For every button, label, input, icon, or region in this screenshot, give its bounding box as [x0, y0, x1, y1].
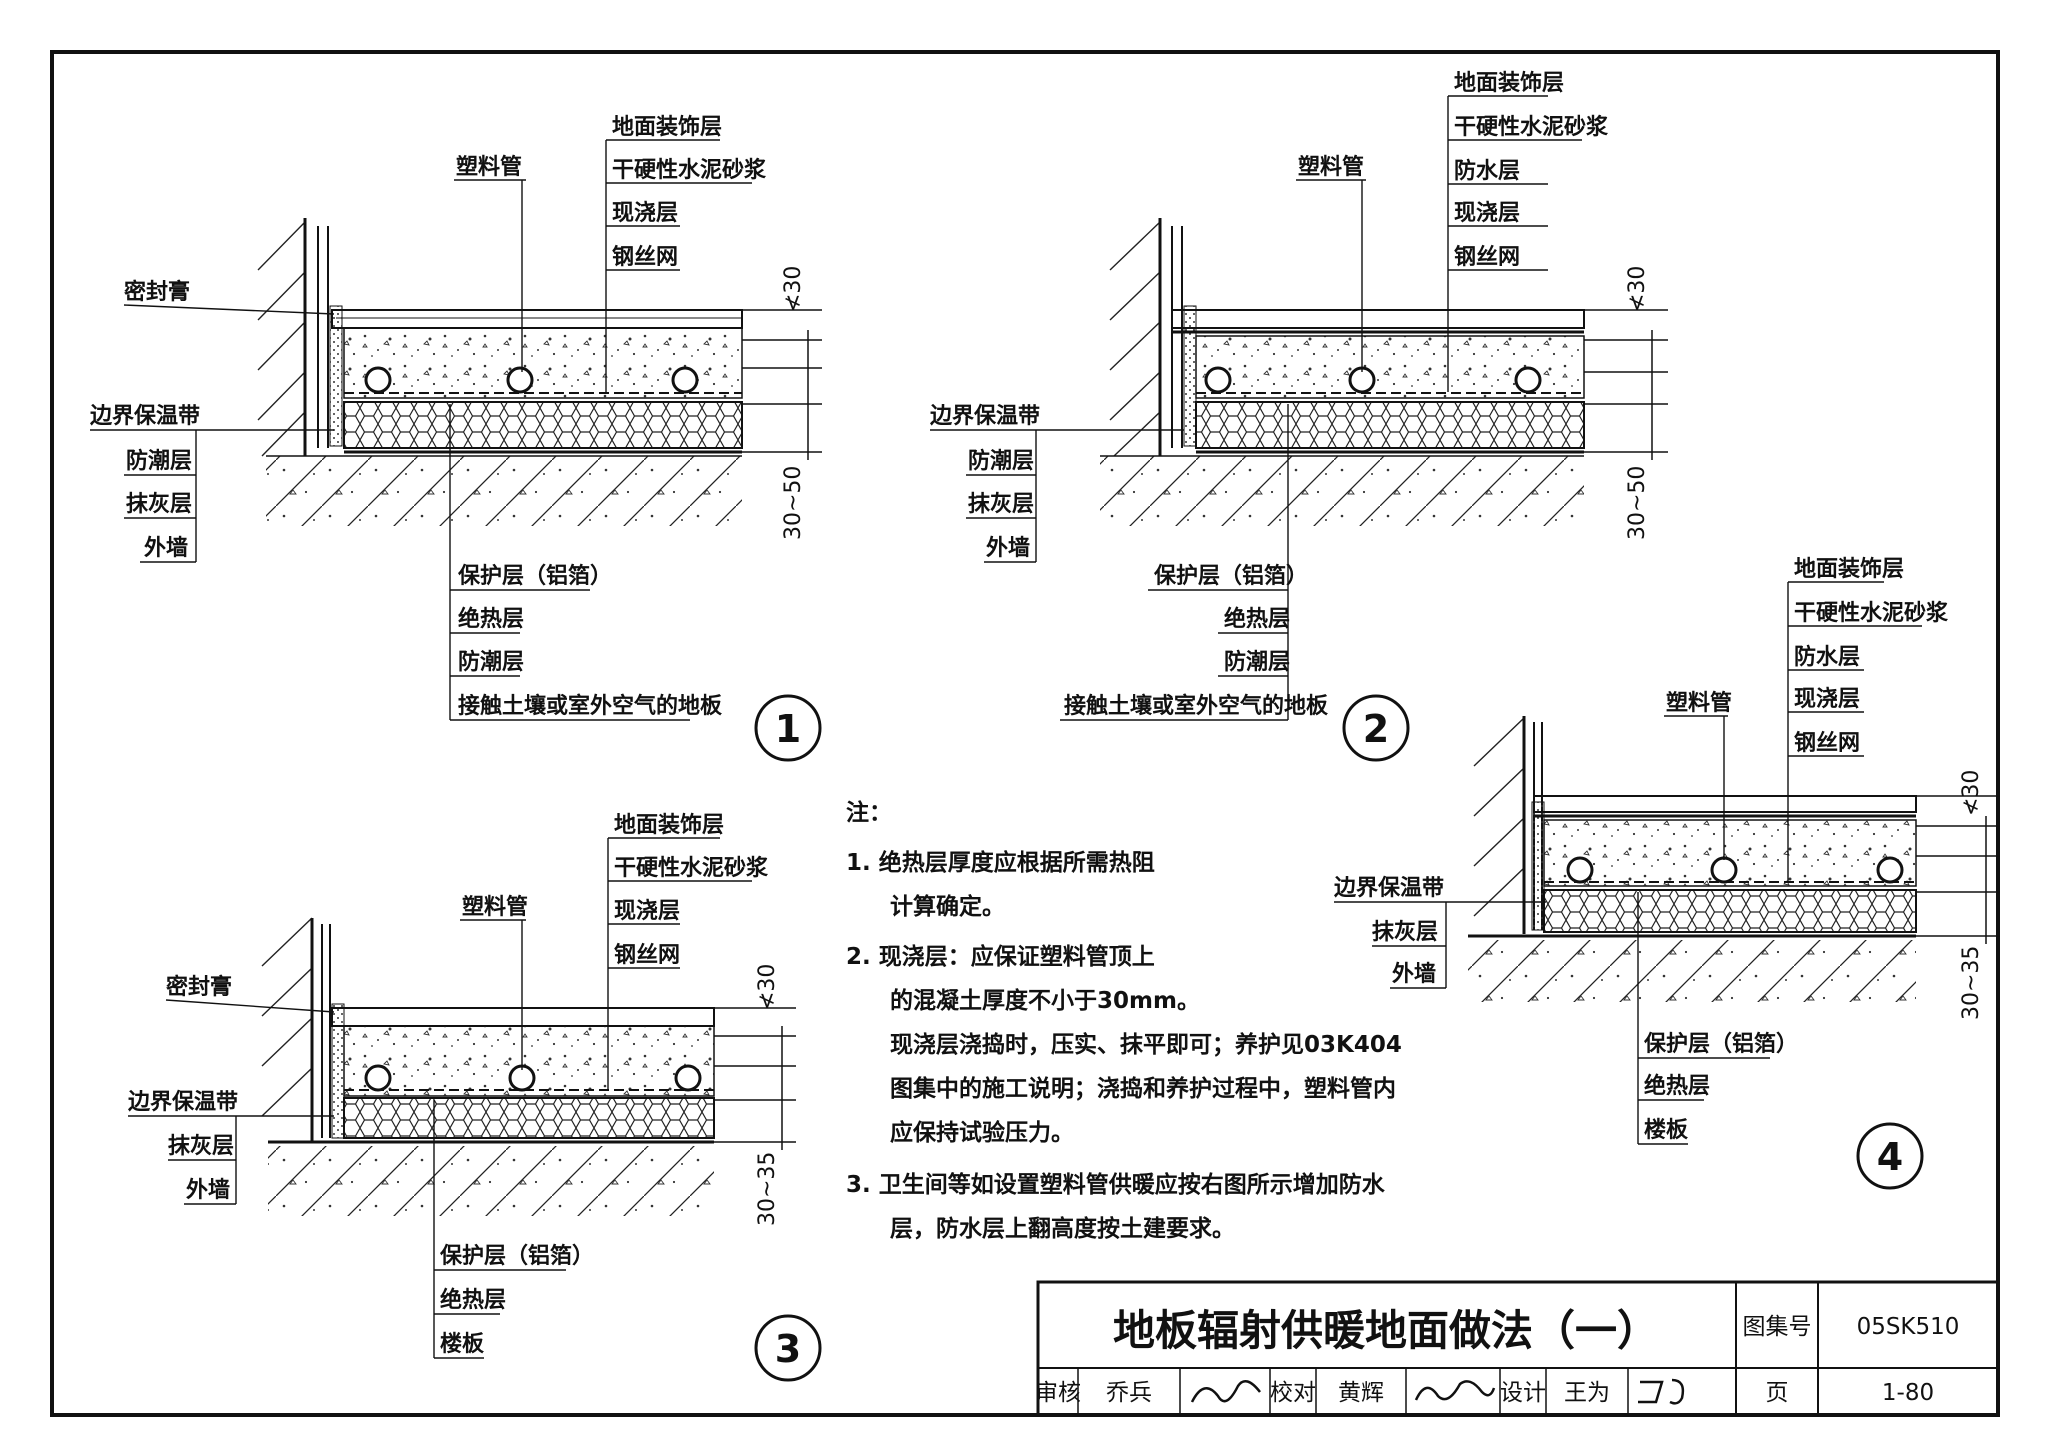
- label-edge-insulation: 边界保温带: [89, 404, 200, 429]
- label-outer-wall: 外墙: [186, 1177, 230, 1203]
- label-plaster: 抹灰层: [1372, 919, 1438, 945]
- detail-number: 1: [775, 707, 801, 751]
- label-waterproof: 防水层: [1794, 645, 1860, 670]
- label-aluminum-foil: 保护层（铝箔）: [439, 1243, 594, 1269]
- note-2e: 应保持试验压力。: [890, 1119, 1074, 1146]
- label-dry-mortar: 干硬性水泥砂浆: [614, 855, 769, 881]
- label-dry-mortar: 干硬性水泥砂浆: [612, 157, 767, 183]
- label-aluminum-foil: 保护层（铝箔）: [1153, 563, 1308, 589]
- label-insulation: 绝热层: [1224, 606, 1290, 632]
- note-2c: 现浇层浇捣时，压实、抹平即可；养护见03K404: [890, 1031, 1402, 1058]
- dim-top: ≮30: [781, 266, 806, 312]
- label-slab: 楼板: [1644, 1118, 1689, 1143]
- detail-3: ≮30 30~35 地面装饰层 干硬性水泥砂浆 现浇层 钢丝网 塑料管 密封膏 …: [127, 812, 822, 1382]
- dim-bottom: 30~50: [1625, 466, 1650, 540]
- label-pipe: 塑料管: [456, 154, 522, 180]
- atlas-label: 图集号: [1743, 1314, 1812, 1340]
- label-edge-insulation: 边界保温带: [929, 404, 1040, 429]
- label-dry-mortar: 干硬性水泥砂浆: [1794, 600, 1949, 626]
- label-pipe: 塑料管: [1298, 154, 1364, 180]
- notes-heading: 注：: [846, 799, 892, 826]
- label-cast-layer: 现浇层: [1454, 201, 1520, 226]
- label-insulation: 绝热层: [440, 1287, 506, 1313]
- label-outer-wall: 外墙: [144, 535, 188, 561]
- label-floor-finish: 地面装饰层: [1794, 556, 1904, 582]
- label-sealant: 密封膏: [124, 279, 190, 305]
- label-moisture-barrier-2: 防潮层: [1224, 650, 1290, 675]
- label-pipe: 塑料管: [1666, 690, 1732, 716]
- label-ground-slab: 接触土壤或室外空气的地板: [458, 693, 723, 719]
- page-label: 页: [1766, 1380, 1789, 1406]
- label-cast-layer: 现浇层: [612, 201, 678, 226]
- label-ground-slab: 接触土壤或室外空气的地板: [1064, 693, 1329, 719]
- dim-bottom: 30~50: [781, 466, 806, 540]
- label-outer-wall: 外墙: [986, 535, 1030, 561]
- drawing-title: 地板辐射供暖地面做法（一）: [1113, 1306, 1659, 1355]
- note-2d: 图集中的施工说明；浇捣和养护过程中，塑料管内: [890, 1075, 1396, 1102]
- review-label: 审核: [1035, 1380, 1081, 1406]
- detail-number: 3: [775, 1327, 801, 1371]
- label-sealant: 密封膏: [166, 974, 232, 1000]
- detail-4: ≮30 30~35 地面装饰层 干硬性水泥砂浆 防水层 现浇层 钢丝网 塑料管 …: [1333, 556, 2000, 1190]
- label-wire-mesh: 钢丝网: [612, 244, 678, 270]
- label-plaster: 抹灰层: [126, 491, 192, 517]
- checker-name: 黄辉: [1338, 1380, 1384, 1406]
- reviewer-signature: [1190, 1379, 1261, 1403]
- title-block: 地板辐射供暖地面做法（一） 图集号 05SK510 审核 乔兵 校对 黄辉 设计…: [1035, 1280, 2000, 1417]
- detail-2: ≮30 30~50 地面装饰层 干硬性水泥砂浆 防水层 现浇层 钢丝网 塑料管 …: [929, 70, 1668, 762]
- reviewer-name: 乔兵: [1106, 1380, 1152, 1406]
- designer-name: 王为: [1564, 1380, 1610, 1406]
- label-pipe: 塑料管: [462, 894, 528, 920]
- dim-top: ≮30: [1959, 770, 1984, 816]
- note-1b: 计算确定。: [890, 893, 1005, 920]
- check-label: 校对: [1270, 1380, 1316, 1406]
- note-1a: 1. 绝热层厚度应根据所需热阻: [846, 849, 1155, 876]
- note-3b: 层，防水层上翻高度按土建要求。: [890, 1215, 1235, 1242]
- detail-number: 2: [1363, 707, 1389, 751]
- label-waterproof: 防水层: [1454, 159, 1520, 184]
- detail-1: ≮30 30~50 地面装饰层 干硬性水泥砂浆 现浇层 钢丝网 塑料管 密封膏 …: [89, 114, 822, 762]
- label-floor-finish: 地面装饰层: [614, 812, 724, 838]
- label-insulation: 绝热层: [458, 606, 524, 632]
- detail-number: 4: [1877, 1135, 1903, 1179]
- dim-bottom: 30~35: [755, 1152, 780, 1226]
- label-moisture-barrier: 防潮层: [126, 449, 192, 474]
- sheet-border: [50, 50, 2000, 1417]
- note-2b: 的混凝土厚度不小于30mm。: [890, 987, 1200, 1014]
- label-outer-wall: 外墙: [1392, 961, 1436, 987]
- label-moisture-barrier: 防潮层: [968, 449, 1034, 474]
- pipe: [364, 366, 699, 394]
- label-wire-mesh: 钢丝网: [1794, 730, 1860, 756]
- checker-signature: [1414, 1380, 1496, 1401]
- wall-hatch: [257, 221, 306, 457]
- dim-top: ≮30: [755, 964, 780, 1010]
- label-edge-insulation: 边界保温带: [1333, 876, 1444, 901]
- dim-top: ≮30: [1625, 266, 1650, 312]
- design-label: 设计: [1500, 1380, 1546, 1406]
- label-cast-layer: 现浇层: [1794, 687, 1860, 712]
- atlas-number: 05SK510: [1857, 1314, 1960, 1340]
- edge-insulation-strip: [329, 305, 343, 447]
- label-aluminum-foil: 保护层（铝箔）: [1643, 1031, 1798, 1057]
- note-2a: 2. 现浇层：应保证塑料管顶上: [846, 943, 1155, 970]
- label-edge-insulation: 边界保温带: [127, 1090, 238, 1115]
- label-wire-mesh: 钢丝网: [1454, 244, 1520, 270]
- label-cast-layer: 现浇层: [614, 899, 680, 924]
- note-3a: 3. 卫生间等如设置塑料管供暖应按右图所示增加防水: [846, 1171, 1386, 1198]
- label-aluminum-foil: 保护层（铝箔）: [457, 563, 612, 589]
- designer-signature: [1638, 1378, 1685, 1405]
- label-floor-finish: 地面装饰层: [612, 114, 722, 140]
- label-insulation: 绝热层: [1644, 1073, 1710, 1099]
- label-dry-mortar: 干硬性水泥砂浆: [1454, 114, 1609, 140]
- dim-bottom: 30~35: [1959, 946, 1984, 1020]
- notes: 注： 1. 绝热层厚度应根据所需热阻 计算确定。 2. 现浇层：应保证塑料管顶上…: [846, 799, 1402, 1242]
- label-floor-finish: 地面装饰层: [1454, 70, 1564, 96]
- label-plaster: 抹灰层: [168, 1133, 234, 1159]
- page-number: 1-80: [1882, 1380, 1934, 1406]
- label-moisture-barrier-2: 防潮层: [458, 650, 524, 675]
- label-slab: 楼板: [440, 1332, 485, 1357]
- label-wire-mesh: 钢丝网: [614, 942, 680, 968]
- label-plaster: 抹灰层: [968, 491, 1034, 517]
